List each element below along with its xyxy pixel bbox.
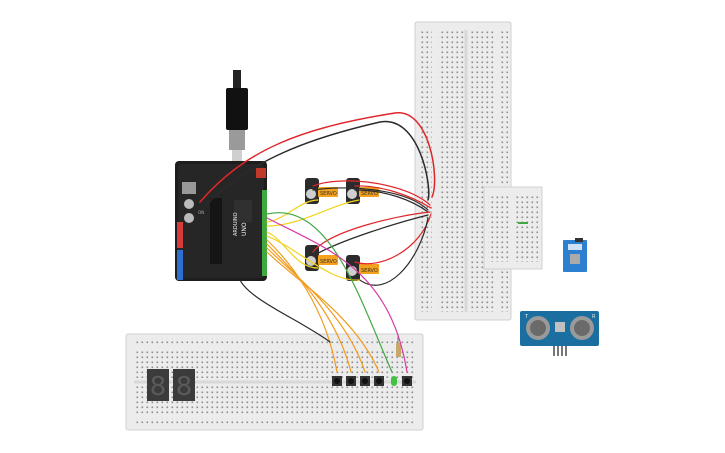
wire-black-servo3: [312, 214, 429, 257]
display-digit-2: 8: [176, 372, 193, 402]
wire-orange-1: [266, 239, 338, 373]
servo-2-label: SERVO: [361, 191, 378, 197]
servo-1-label: SERVO: [320, 191, 337, 197]
wire-orange-3: [266, 247, 366, 373]
arduino-brand: ARDUINO: [233, 212, 239, 236]
wires: [199, 112, 436, 373]
wire-yellow-2: [266, 199, 360, 227]
arduino-title: UNO: [241, 222, 248, 236]
usb-cable: [226, 70, 248, 164]
seven-segment-display: 8 8: [147, 369, 195, 402]
wire-green: [266, 212, 393, 373]
wire-red-servo1: [312, 180, 431, 206]
ultrasonic-sensor: T R: [520, 311, 599, 356]
wire-red-servo2: [354, 185, 432, 209]
breadboard-vertical: [414, 21, 512, 321]
arduino-board: ARDUINO UNO ON: [175, 161, 267, 281]
wire-black-servo2: [354, 189, 429, 213]
wire-yellow-3: [266, 231, 319, 269]
wire-black-servo4: [354, 217, 429, 286]
ultrasonic-right-label: R: [592, 314, 596, 320]
servo-4-label: SERVO: [361, 268, 378, 274]
wire-black-servo1: [312, 187, 429, 211]
wire-magenta: [266, 217, 408, 373]
wire-yellow-1: [266, 199, 319, 223]
wire-black-gnd: [239, 279, 331, 343]
arduino-status-label: ON: [198, 210, 204, 215]
pushbuttons[interactable]: [332, 376, 412, 386]
servo-3-label: SERVO: [320, 259, 337, 265]
wifi-module: [563, 238, 587, 272]
led-green: [391, 376, 397, 386]
wire-orange-2: [266, 243, 352, 373]
servo-2: SERVO: [346, 178, 379, 204]
wire-black-top: [205, 121, 430, 206]
wire-red-top: [199, 112, 436, 203]
wire-yellow-4: [266, 235, 360, 281]
breadboard-mini: [483, 186, 543, 270]
wire-orange-4: [266, 251, 380, 373]
display-digit-1: 8: [150, 372, 167, 402]
ultrasonic-left-label: T: [524, 314, 529, 320]
